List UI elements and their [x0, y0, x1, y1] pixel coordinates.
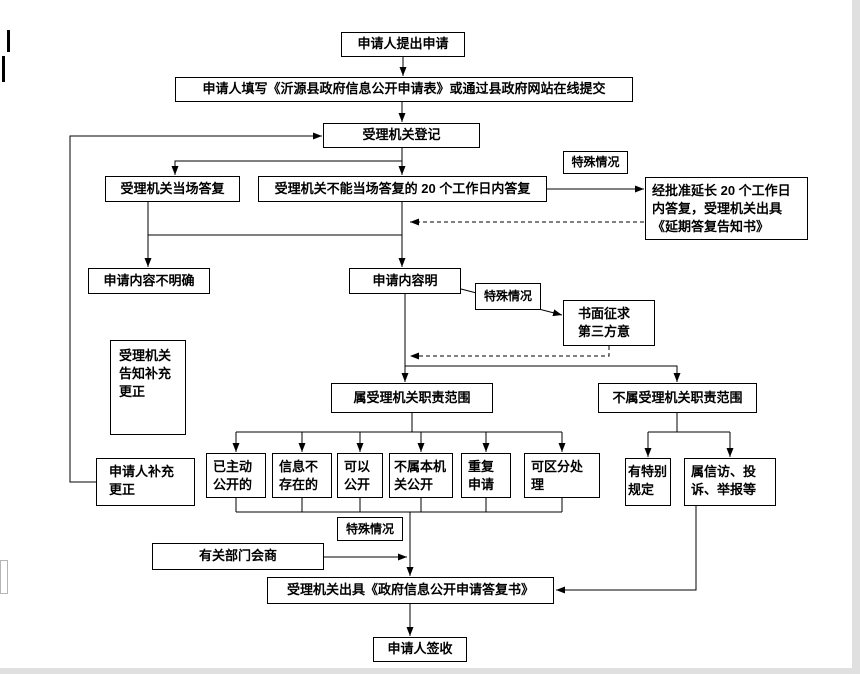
- node-outcome-separable: 可区分处理: [524, 453, 600, 498]
- node-content-unclear: 申请内容不明确: [88, 268, 210, 294]
- node-special-provision: 有特别规定: [625, 458, 671, 506]
- node-outcome-disclosable: 可以公开: [337, 453, 383, 498]
- connector-arrow: [69, 132, 322, 483]
- connector-dashed-arrow: [410, 346, 610, 360]
- node-outcome-other-authority: 不属本机关公开: [389, 453, 453, 498]
- node-fill-form: 申请人填写《沂源县政府信息公开申请表》或通过县政府网站在线提交: [175, 77, 633, 102]
- node-third-party: 书面征求第三方意: [563, 300, 655, 346]
- node-outcome-nonexistent: 信息不存在的: [272, 453, 332, 498]
- scan-artifact-2: [2, 56, 5, 82]
- node-sign-receipt: 申请人签收: [373, 637, 467, 662]
- node-outcome-repeat: 重复申请: [461, 453, 511, 498]
- node-onsite-reply: 受理机关当场答复: [105, 176, 240, 202]
- node-special-case-mid: 特殊情况: [475, 283, 541, 310]
- node-notify-supplement: 受理机关告知补充更正: [110, 340, 186, 435]
- node-register: 受理机关登记: [323, 123, 480, 148]
- node-reply-document: 受理机关出具《政府信息公开申请答复书》: [267, 577, 554, 604]
- scan-artifact-1: [7, 30, 10, 52]
- connector-arrow: [405, 365, 681, 382]
- node-in-scope: 属受理机关职责范围: [331, 383, 493, 413]
- node-applicant-supplement: 申请人补充更正: [96, 458, 195, 506]
- connector-arrow: [556, 506, 697, 594]
- scan-artifact-3: [0, 560, 8, 594]
- node-petition: 属信访、投诉、举报等: [684, 458, 776, 506]
- node-out-scope: 不属受理机关职责范围: [598, 383, 757, 413]
- node-consultation: 有关部门会商: [152, 543, 324, 570]
- node-reply-20-days: 受理机关不能当场答复的 20 个工作日内答复: [258, 176, 547, 202]
- node-outcome-proactive: 已主动公开的: [206, 453, 266, 498]
- page-edge-bottom: [0, 668, 860, 674]
- node-special-case-bottom: 特殊情况: [337, 517, 403, 541]
- connector-line: [235, 498, 563, 513]
- page-edge-right: [852, 0, 860, 674]
- node-special-case-top: 特殊情况: [563, 151, 628, 174]
- node-content-clear: 申请内容明: [349, 268, 461, 294]
- node-start: 申请人提出申请: [341, 32, 465, 57]
- connector-line: [236, 413, 562, 433]
- connector-line: [648, 413, 730, 433]
- connector-arrow: [171, 160, 402, 175]
- node-extension: 经批准延长 20 个工作日内答复，受理机关出具《延期答复告知书》: [645, 177, 808, 240]
